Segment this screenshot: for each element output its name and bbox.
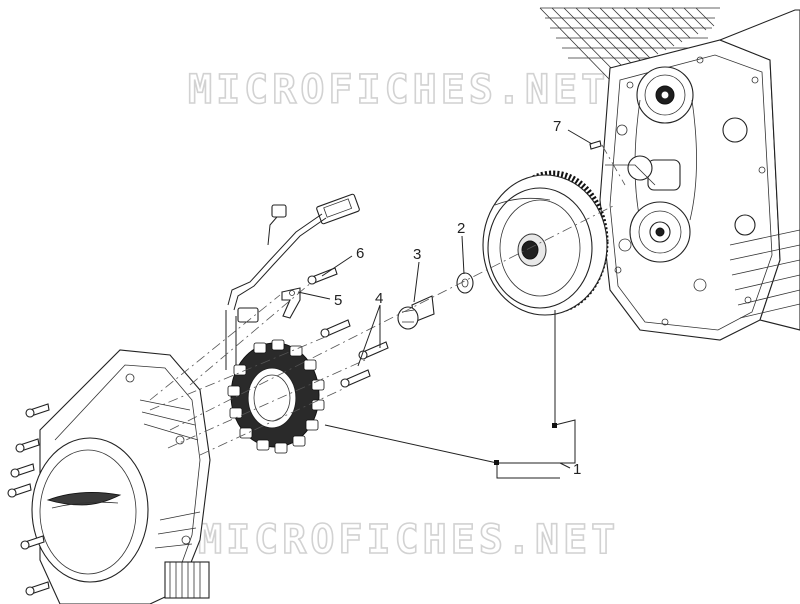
watermark-top: MICROFICHES.NET [188, 67, 609, 113]
engine-block [539, 7, 800, 341]
cylinder-fins [539, 7, 720, 81]
stator-assembly [225, 193, 360, 454]
watermark-bottom: MICROFICHES.NET [198, 517, 619, 563]
callout-6: 6 [356, 245, 364, 262]
cover-bolts [7, 403, 50, 596]
callout-7: 7 [553, 118, 561, 135]
stator-screws [320, 319, 389, 388]
assembly-axis-lines [149, 144, 626, 456]
marker-rotor [552, 423, 557, 428]
cover-bracket [164, 561, 210, 599]
marker-stator [494, 460, 499, 465]
callout-3: 3 [413, 246, 421, 263]
callout-5: 5 [334, 292, 342, 309]
dowel-pin [589, 140, 602, 150]
callout-2: 2 [457, 220, 465, 237]
flange-bolt [397, 295, 435, 330]
callout-1: 1 [573, 461, 581, 478]
cable-clamp [281, 287, 301, 319]
callout-4: 4 [375, 290, 383, 307]
leader-lines [297, 129, 593, 479]
alternator-cover [31, 349, 211, 604]
rotor-flywheel [482, 170, 609, 316]
washer [456, 272, 474, 294]
clamp-screw [307, 267, 338, 285]
